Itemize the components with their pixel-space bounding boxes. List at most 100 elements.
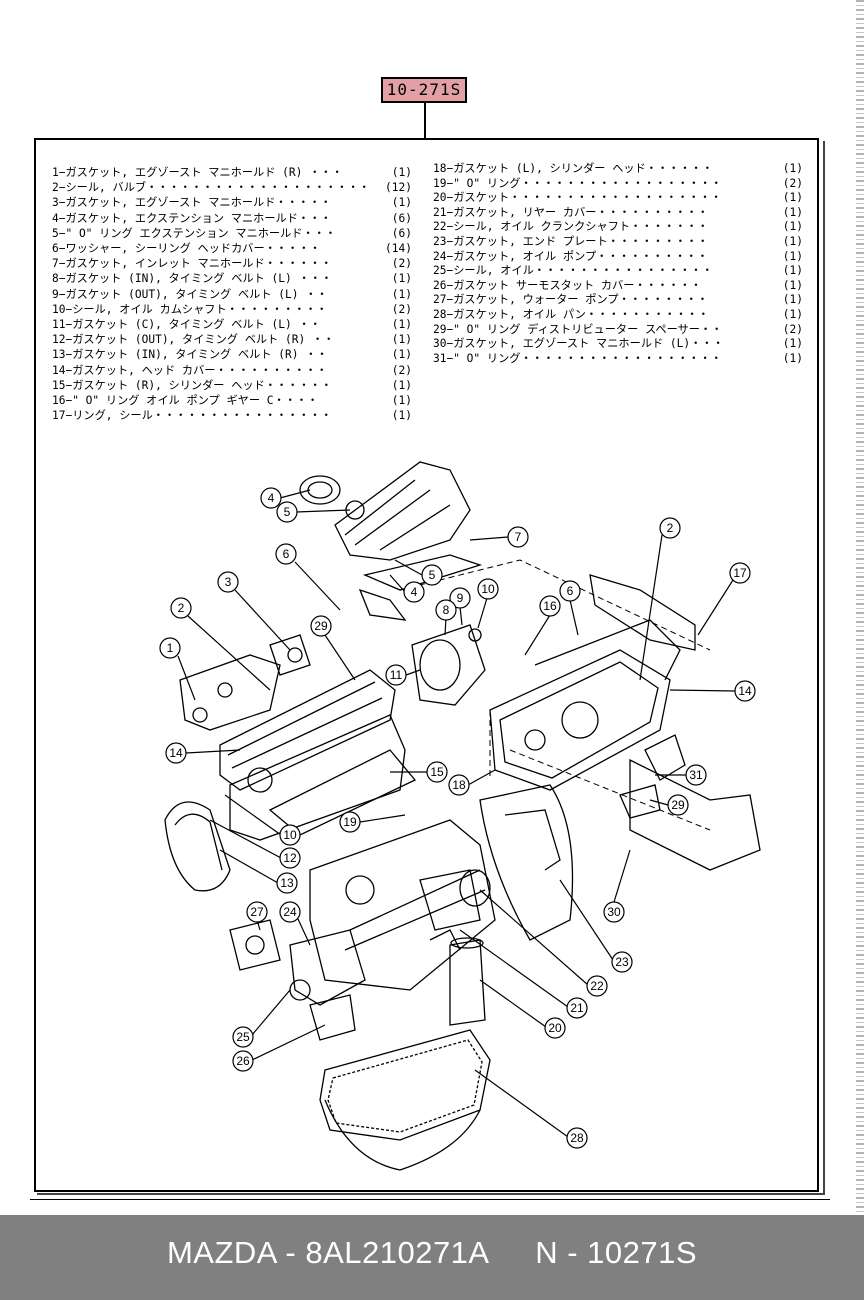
callout-bubble: 30 <box>603 849 631 923</box>
part-quantity: (1) <box>391 166 412 179</box>
part-quantity: (1) <box>391 272 412 286</box>
callout-number: 5 <box>284 505 291 519</box>
parts-list-row: 3−ガスケット, エグゾースト マニホールド・・・・・ (1) <box>52 195 412 210</box>
parts-list-row: 4−ガスケット, エクステンション マニホールド・・・ (6) <box>52 211 412 226</box>
parts-list-row: 29−" O" リング ディストリビューター スペーサー・・(2) <box>433 323 803 338</box>
part-quantity: (1) <box>391 287 412 301</box>
callout-number: 7 <box>515 530 522 544</box>
callout-bubble: 6 <box>559 580 581 636</box>
callout-number: 1 <box>167 641 174 655</box>
part-quantity: (1) <box>391 394 412 408</box>
reference-leader-line <box>424 103 426 139</box>
part-quantity: (1) <box>782 162 803 175</box>
diagram-frame <box>34 138 819 1192</box>
part-description: 29−" O" リング ディストリビューター スペーサー・・ <box>433 322 723 336</box>
parts-list-row: 24−ガスケット, オイル ポンプ・・・・・・・・・・(1) <box>433 250 803 265</box>
callout-number: 10 <box>481 582 495 596</box>
callout-number: 27 <box>250 905 264 919</box>
parts-list-right: 18−ガスケット (L), シリンダー ヘッド・・・・・・ (1) 19−" O" … <box>433 162 803 366</box>
parts-list-row: 16−" O" リング オイル ポンプ ギヤー C・・・・ (1) <box>52 393 412 408</box>
part-quantity: (1) <box>782 205 803 219</box>
part-quantity: (1) <box>782 249 803 263</box>
callout-bubble: 15 <box>390 761 448 783</box>
part-description: 4−ガスケット, エクステンション マニホールド・・・ <box>52 211 332 225</box>
callout-bubble: 8 <box>435 599 457 636</box>
parts-list-row: 6−ワッシャー, シーリング ヘッドカバー・・・・・(14) <box>52 241 412 256</box>
part-quantity: (1) <box>391 196 412 210</box>
parts-list-row: 9−ガスケット (OUT), タイミング ベルト (L) ・・ (1) <box>52 287 412 302</box>
part-quantity: (6) <box>391 226 412 240</box>
part-quantity: (1) <box>391 333 412 347</box>
part-description: 3−ガスケット, エグゾースト マニホールド・・・・・ <box>52 196 332 210</box>
part-quantity: (1) <box>391 409 412 423</box>
callout-number: 26 <box>236 1054 250 1068</box>
callout-number: 30 <box>607 905 621 919</box>
parts-list-row: 13−ガスケット (IN), タイミング ベルト (R) ・・(1) <box>52 347 412 362</box>
callout-number: 22 <box>590 979 604 993</box>
callout-bubble: 4 <box>260 487 311 509</box>
callout-bubble: 14 <box>165 742 241 764</box>
parts-list-row: 31−" O" リング・・・・・・・・・・・・・・・・・・(1) <box>433 352 803 367</box>
part-description: 17−リング, シール・・・・・・・・・・・・・・・・ <box>52 409 332 423</box>
part-quantity: (2) <box>782 176 803 190</box>
parts-list-row: 19−" O" リング・・・・・・・・・・・・・・・・・・(2) <box>433 177 803 192</box>
callout-number: 15 <box>430 765 444 779</box>
callout-bubble: 16 <box>524 595 561 656</box>
part-quantity: (1) <box>782 278 803 292</box>
callout-number: 19 <box>343 815 357 829</box>
callout-bubble: 31 <box>655 764 707 786</box>
part-quantity: (6) <box>391 211 412 225</box>
part-description: 22−シール, オイル クランクシャフト・・・・・・・ <box>433 220 709 234</box>
parts-list-row: 17−リング, シール・・・・・・・・・・・・・・・・ (1) <box>52 408 412 423</box>
callout-number: 9 <box>457 591 464 605</box>
parts-list-row: 5−" O" リング エクステンション マニホールド・・・(6) <box>52 226 412 241</box>
part-description: 16−" O" リング オイル ポンプ ギヤー C・・・・ <box>52 394 319 408</box>
exploded-engine-diagram: 4 5 7 5 4 6 3 2 1 29 9 8 10 11 14 15 18 … <box>159 461 761 1171</box>
part-quantity: (2) <box>391 302 412 316</box>
callout-number: 21 <box>570 1001 584 1015</box>
callout-number: 28 <box>570 1131 584 1145</box>
parts-list-row: 20−ガスケット・・・・・・・・・・・・・・・・・・・(1) <box>433 191 803 206</box>
part-quantity: (2) <box>391 257 412 271</box>
footer-caption: MAZDA - 8AL210271A N - 10271S <box>0 1235 864 1271</box>
callout-bubble: 10 <box>224 794 301 846</box>
part-description: 23−ガスケット, エンド プレート・・・・・・・・・ <box>433 234 709 248</box>
callout-bubble: 22 <box>479 889 608 997</box>
parts-list-row: 28−ガスケット, オイル パン・・・・・・・・・・・(1) <box>433 308 803 323</box>
part-quantity: (1) <box>391 318 412 332</box>
callout-number: 31 <box>689 768 703 782</box>
callout-number: 12 <box>283 851 297 865</box>
callout-number: 17 <box>733 566 747 580</box>
callout-bubble: 26 <box>232 1024 326 1072</box>
callout-bubble: 14 <box>669 680 756 702</box>
callout-bubble: 6 <box>275 543 341 611</box>
parts-list-row: 14−ガスケット, ヘッド カバー・・・・・・・・・・(2) <box>52 363 412 378</box>
callout-number: 3 <box>225 575 232 589</box>
bottom-rule <box>30 1199 830 1200</box>
part-quantity: (1) <box>391 348 412 362</box>
part-quantity: (14) <box>385 242 412 256</box>
frame-shadow <box>37 141 825 1195</box>
part-description: 30−ガスケット, エグゾースト マニホールド (L)・・・ <box>433 337 724 351</box>
parts-list-row: 26−ガスケット サーモスタット カバー・・・・・・ (1) <box>433 279 803 294</box>
part-description: 26−ガスケット サーモスタット カバー・・・・・・ <box>433 278 702 292</box>
part-description: 27−ガスケット, ウォーター ポンプ・・・・・・・・ <box>433 293 709 307</box>
callout-bubble: 18 <box>448 769 496 796</box>
part-description: 9−ガスケット (OUT), タイミング ベルト (L) ・・ <box>52 287 328 301</box>
parts-list-row: 21−ガスケット, リヤー カバー・・・・・・・・・・(1) <box>433 206 803 221</box>
part-description: 10−シール, オイル カムシャフト・・・・・・・・・ <box>52 302 328 316</box>
part-quantity: (12) <box>385 181 412 195</box>
parts-list-row: 25−シール, オイル・・・・・・・・・・・・・・・・(1) <box>433 264 803 279</box>
part-quantity: (1) <box>782 264 803 278</box>
part-description: 18−ガスケット (L), シリンダー ヘッド・・・・・・ <box>433 162 713 175</box>
parts-list-row: 30−ガスケット, エグゾースト マニホールド (L)・・・(1) <box>433 337 803 352</box>
part-description: 11−ガスケット (C), タイミング ベルト (L) ・・ <box>52 318 321 332</box>
callout-number: 6 <box>567 584 574 598</box>
part-quantity: (2) <box>391 363 412 377</box>
parts-list-row: 11−ガスケット (C), タイミング ベルト (L) ・・ (1) <box>52 317 412 332</box>
callout-bubble: 20 <box>479 979 566 1039</box>
callout-bubble: 27 <box>246 901 268 931</box>
callout-number: 2 <box>178 601 185 615</box>
callout-number: 16 <box>543 599 557 613</box>
part-description: 12−ガスケット (OUT), タイミング ベルト (R) ・・ <box>52 333 335 347</box>
